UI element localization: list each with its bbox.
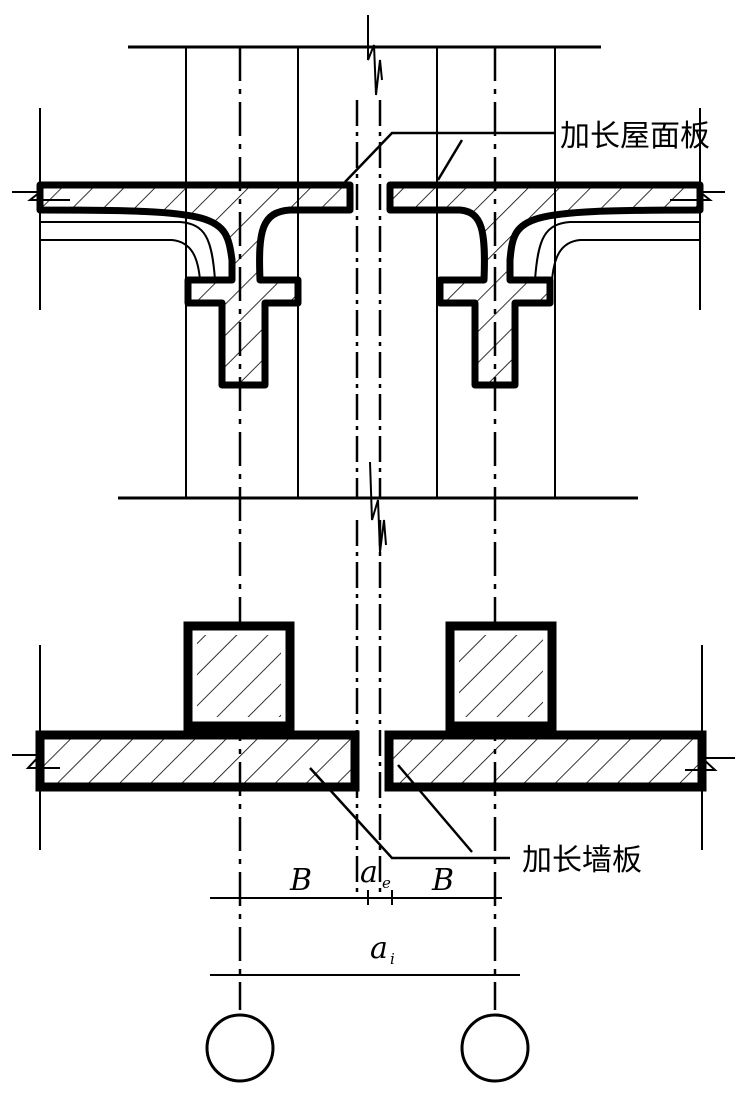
wall-leader bbox=[309, 764, 510, 860]
axis-bubble-right bbox=[460, 1013, 530, 1083]
dim-ai-sub: i bbox=[390, 950, 395, 968]
axis-bubble-left bbox=[205, 1013, 275, 1083]
roof-slab-left bbox=[12, 181, 354, 389]
wall-panel-label: 加长墙板 bbox=[522, 843, 642, 878]
roof-joint-lines bbox=[355, 100, 382, 498]
break-mark-top bbox=[367, 15, 383, 96]
dim-B-left: B bbox=[289, 863, 312, 898]
wall-section: 加长墙板 bbox=[12, 47, 735, 1010]
roof-section: 加长屋面板 bbox=[12, 15, 725, 500]
wall-panel-left bbox=[12, 730, 360, 792]
dimensions: B B a e a i bbox=[210, 855, 520, 976]
wall-joint-lines bbox=[355, 520, 382, 895]
break-mark-bottom bbox=[369, 461, 387, 553]
roof-panel-label: 加长屋面板 bbox=[560, 119, 710, 154]
column-right bbox=[445, 621, 557, 731]
dim-B-right: B bbox=[431, 863, 454, 898]
dim-ae-sub: e bbox=[382, 874, 391, 892]
dim-ae: a bbox=[360, 855, 378, 890]
axis-bubbles bbox=[205, 1013, 530, 1083]
wall-panel-right bbox=[384, 730, 735, 792]
roof-slab-right bbox=[386, 181, 725, 389]
column-left bbox=[183, 621, 295, 731]
column-center-lines bbox=[238, 47, 497, 1010]
dim-ai: a bbox=[370, 931, 388, 966]
roof-vertical-lines bbox=[39, 47, 701, 498]
roof-leader bbox=[344, 131, 555, 183]
